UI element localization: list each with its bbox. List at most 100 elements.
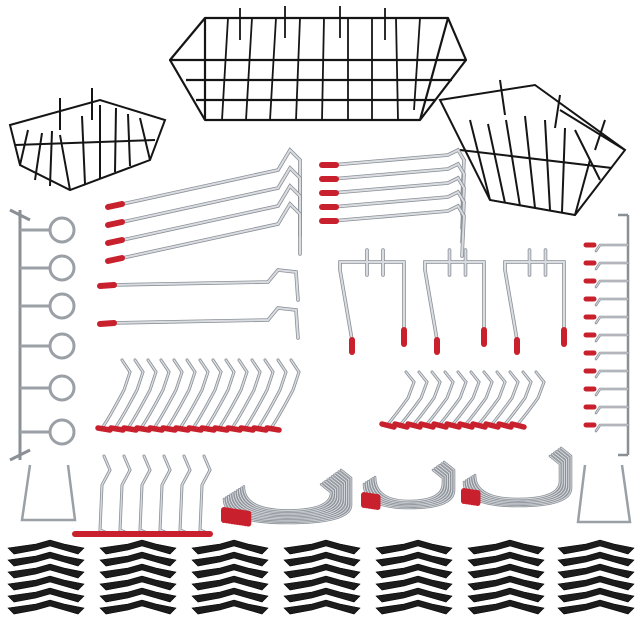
long-hook — [117, 166, 301, 224]
double-arm-hooks — [97, 268, 300, 340]
j-hook — [474, 455, 561, 500]
peg-lock-clip — [7, 587, 85, 603]
peg-lock-clip — [99, 587, 177, 603]
peg-lock-clip — [557, 587, 635, 603]
red-tip-cap — [199, 425, 217, 433]
curved-hook — [205, 359, 235, 429]
j-hook — [472, 453, 563, 501]
peg-lock-clip — [7, 563, 85, 579]
peg-lock-clip — [7, 539, 85, 555]
curved-hook — [244, 359, 274, 429]
peg-lock-clip — [283, 575, 361, 591]
red-tip-cap — [105, 237, 125, 246]
red-tip-cap — [212, 425, 230, 433]
peg-lock-clip — [191, 599, 269, 615]
red-tip-cap — [470, 421, 488, 430]
peg-lock-clip — [191, 563, 269, 579]
red-tip-cap — [264, 425, 282, 433]
red-tip-cap — [496, 421, 514, 430]
curved-hook — [166, 359, 196, 429]
curved-hooks-left-set — [95, 358, 301, 433]
red-tip-cap — [418, 421, 436, 430]
curved-hook — [231, 359, 261, 429]
j-hook-bundle-2 — [361, 460, 456, 510]
red-tip-cap — [509, 421, 527, 430]
red-tip-cap — [105, 219, 125, 228]
red-tip-cap — [431, 421, 449, 430]
peg-lock-clip — [375, 551, 453, 567]
peg-lock-clip — [99, 563, 177, 579]
peg-lock-clip-stacks — [7, 539, 635, 615]
u-hook — [424, 249, 485, 341]
short-straight-hooks — [319, 147, 466, 258]
long-hook — [117, 148, 301, 206]
rack-prong — [595, 370, 629, 378]
peg-lock-clip — [283, 539, 361, 555]
peg-lock-clip — [99, 575, 177, 591]
red-tip-cap — [105, 255, 125, 264]
peg-lock-clip — [557, 551, 635, 567]
peg-lock-clip — [375, 539, 453, 555]
j-hook — [241, 482, 334, 513]
peg-lock-clip — [7, 551, 85, 567]
red-tip-cap — [186, 425, 204, 433]
short-hook — [331, 204, 466, 257]
peg-lock-clip — [283, 587, 361, 603]
red-tip-cap — [238, 425, 256, 433]
peg-lock-clip — [375, 599, 453, 615]
red-tip-cap — [105, 201, 125, 210]
red-tip-cap — [97, 320, 117, 327]
curved-hook — [257, 359, 287, 429]
long-hook — [117, 184, 301, 242]
j-hook-bundle-3 — [461, 446, 573, 508]
rack-prong — [595, 262, 629, 270]
l-hooks-row — [72, 454, 213, 537]
curved-hook — [101, 359, 131, 429]
red-tip-cap — [457, 421, 475, 430]
red-tip-cap — [134, 425, 152, 433]
peg-lock-clip — [557, 599, 635, 615]
red-tip-cap — [108, 425, 126, 433]
red-tip-cap — [483, 421, 501, 430]
curved-hooks-right-set — [379, 370, 546, 430]
red-tip-cap — [97, 282, 117, 289]
curved-hook — [218, 359, 248, 429]
double-arm-hook — [109, 268, 299, 301]
curved-hook — [153, 359, 183, 429]
tool-holder-rack-right — [583, 213, 630, 457]
u-hook — [504, 249, 565, 341]
j-hook — [243, 483, 332, 511]
rack-prong — [595, 424, 629, 432]
wire-bracket-right — [576, 464, 632, 524]
long-straight-hooks — [105, 147, 302, 264]
rack-prong — [595, 316, 629, 324]
peg-lock-clip — [557, 575, 635, 591]
j-hook — [234, 477, 341, 517]
small-wire-basket-left — [8, 88, 167, 192]
rack-prong — [595, 280, 629, 288]
red-tip-cap — [95, 425, 113, 433]
j-hook-bundle-1 — [221, 468, 353, 527]
u-hooks — [338, 248, 567, 355]
red-tip-cap — [225, 425, 243, 433]
peg-lock-clip — [467, 599, 545, 615]
red-tip-cap — [160, 425, 178, 433]
j-hook — [238, 480, 337, 514]
peg-lock-clip — [375, 575, 453, 591]
red-tip-cap — [121, 425, 139, 433]
j-hook — [236, 479, 339, 516]
peg-lock-clip — [99, 539, 177, 555]
red-tip-cap — [405, 421, 423, 430]
curved-hook — [192, 359, 222, 429]
curved-hook — [270, 359, 300, 429]
curved-hook — [179, 359, 209, 429]
peg-lock-clip — [557, 563, 635, 579]
red-tip-cap — [444, 421, 462, 430]
peg-lock-clip — [557, 539, 635, 555]
j-hook — [370, 466, 448, 505]
peg-lock-clip — [99, 551, 177, 567]
peg-lock-clip — [375, 587, 453, 603]
rack-prong — [595, 334, 629, 342]
peg-lock-clip — [467, 563, 545, 579]
